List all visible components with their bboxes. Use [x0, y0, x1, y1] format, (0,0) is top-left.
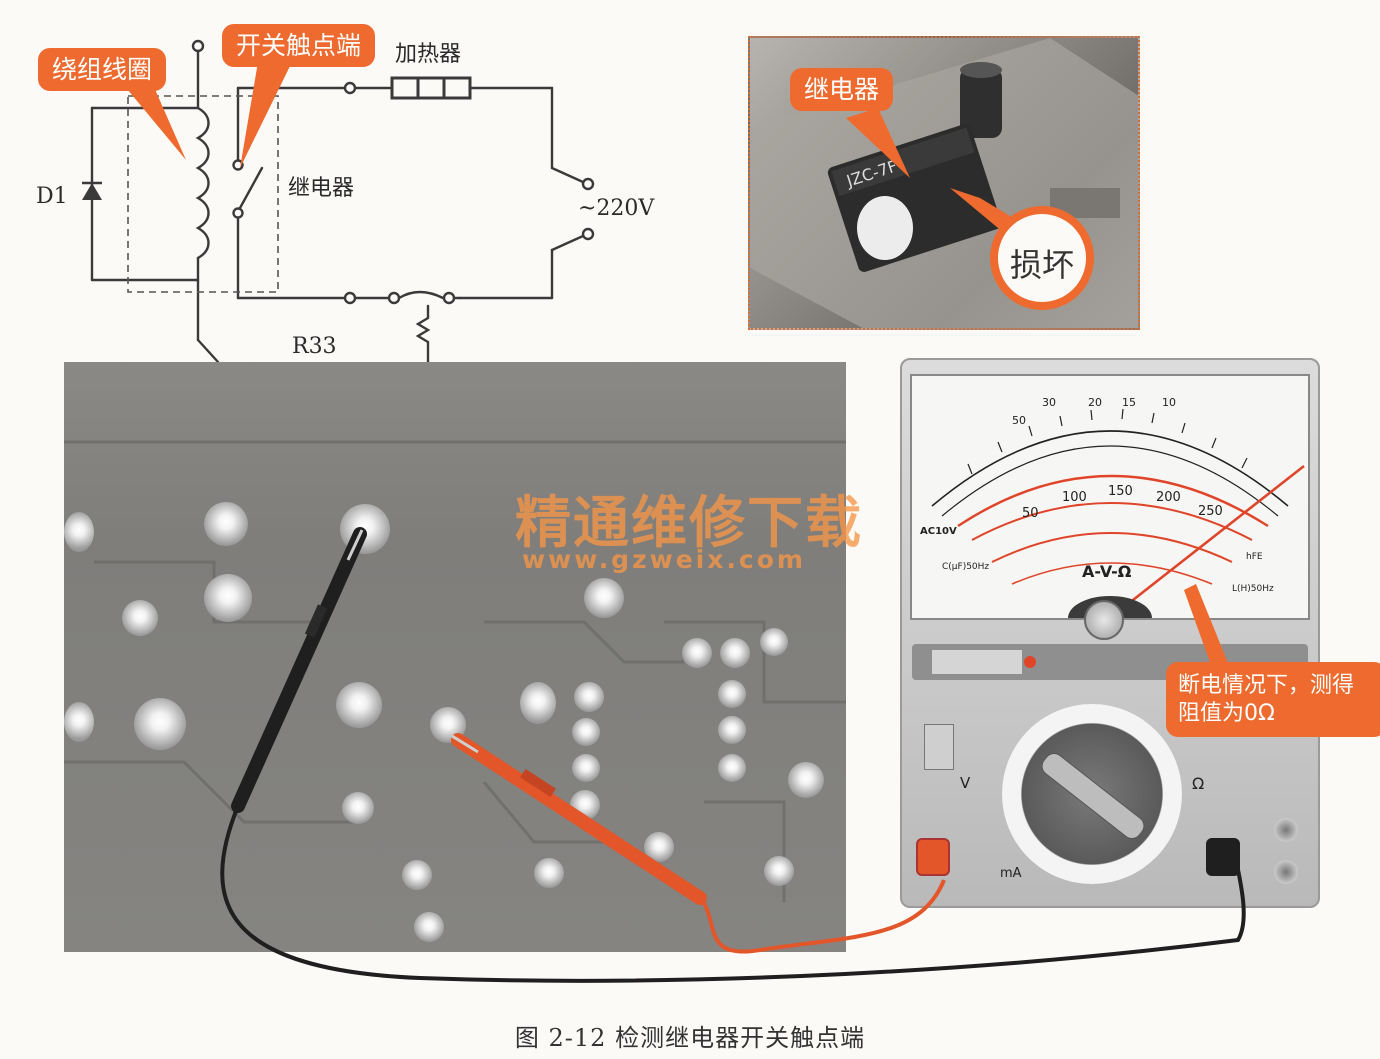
solder-pad	[534, 858, 564, 888]
meter-dial-face: 30 20 15 10 50 50 100 150 200 250 AC10V …	[910, 374, 1310, 620]
top-scale-label: 50	[1012, 414, 1026, 427]
solder-pad	[718, 680, 746, 708]
pcb-photo	[64, 362, 846, 952]
solder-pad	[788, 762, 824, 798]
solder-pad	[572, 754, 600, 782]
solder-pad	[644, 832, 674, 862]
solder-pad	[570, 790, 600, 820]
black-probe-jack[interactable]	[1206, 838, 1240, 876]
solder-pad	[430, 707, 466, 743]
solder-pad	[718, 754, 746, 782]
capacitance-label: C(μF)50Hz	[942, 562, 990, 572]
solder-pad	[204, 502, 248, 546]
mid-scale-label: 50	[1022, 506, 1039, 521]
transistor-socket	[924, 724, 954, 770]
indicator-dot	[1024, 656, 1036, 668]
figure-caption: 图 2-12 检测继电器开关触点端	[514, 1024, 866, 1052]
solder-pad	[342, 792, 374, 824]
solder-pad	[122, 600, 158, 636]
solder-pad	[760, 628, 788, 656]
solder-pad	[340, 504, 390, 554]
ohm-symbol: Ω	[1192, 774, 1205, 793]
contact-callout: 开关触点端	[222, 24, 376, 67]
resistor-label: R33	[292, 334, 337, 359]
solder-pad	[574, 682, 604, 712]
voltage-symbol: V	[960, 774, 971, 792]
solder-pad	[520, 682, 556, 724]
meter-needle	[1109, 464, 1305, 618]
mid-scale-label: 250	[1198, 504, 1223, 519]
watermark-title: 精通维修下载	[515, 491, 863, 556]
relay-circuit-diagram	[82, 39, 595, 364]
meter-reading-callout: 断电情况下，测得阻值为0Ω	[1166, 662, 1380, 737]
solder-pad	[64, 702, 94, 742]
solder-pad	[682, 638, 712, 668]
solder-pad	[414, 912, 444, 942]
top-scale-label: 15	[1122, 396, 1136, 409]
solder-pad	[764, 856, 794, 886]
red-probe-jack[interactable]	[916, 838, 950, 876]
damage-callout: 损坏	[990, 206, 1094, 310]
heater-label: 加热器	[395, 42, 462, 67]
ac-range-label: AC10V	[920, 526, 957, 537]
hfe-scale-label: hFE	[1246, 552, 1263, 562]
ma-symbol: mA	[1000, 866, 1022, 881]
diode-icon	[82, 181, 102, 200]
voltage-label: ~220V	[578, 196, 655, 221]
relay-label: 继电器	[288, 176, 355, 201]
aux-jack[interactable]	[1274, 818, 1298, 842]
solder-pad	[402, 860, 432, 890]
coil-callout: 绕组线圈	[38, 48, 167, 91]
solder-pad	[584, 578, 624, 618]
solder-pad	[204, 574, 252, 622]
inductance-label: L(H)50Hz	[1232, 584, 1274, 594]
watermark-url: www.gzweix.com	[522, 545, 806, 574]
meter-scales	[931, 408, 1305, 618]
diode-label: D1	[36, 184, 68, 209]
top-scale-label: 30	[1042, 396, 1056, 409]
solder-pad	[134, 698, 186, 750]
mid-scale-label: 200	[1156, 490, 1181, 505]
scale-title: A-V-Ω	[1082, 562, 1132, 581]
mid-scale-label: 100	[1062, 490, 1087, 505]
mid-scale-label: 150	[1108, 484, 1133, 499]
solder-pad	[720, 638, 750, 668]
aux-jack[interactable]	[1274, 860, 1298, 884]
solder-pad	[718, 716, 746, 744]
selector-pointer	[1037, 748, 1149, 844]
zero-adjust-knob[interactable]	[1084, 600, 1124, 640]
top-scale-label: 20	[1088, 396, 1102, 409]
solder-pad	[336, 682, 382, 728]
range-selector-dial[interactable]	[1002, 704, 1182, 884]
solder-pad	[64, 512, 94, 552]
solder-pad	[572, 718, 600, 746]
top-scale-label: 10	[1162, 396, 1176, 409]
relay-callout: 继电器	[790, 68, 894, 111]
analog-multimeter: 30 20 15 10 50 50 100 150 200 250 AC10V …	[900, 358, 1320, 908]
relay-photo-inset: JZC-7F 继电器 损坏	[748, 36, 1140, 330]
